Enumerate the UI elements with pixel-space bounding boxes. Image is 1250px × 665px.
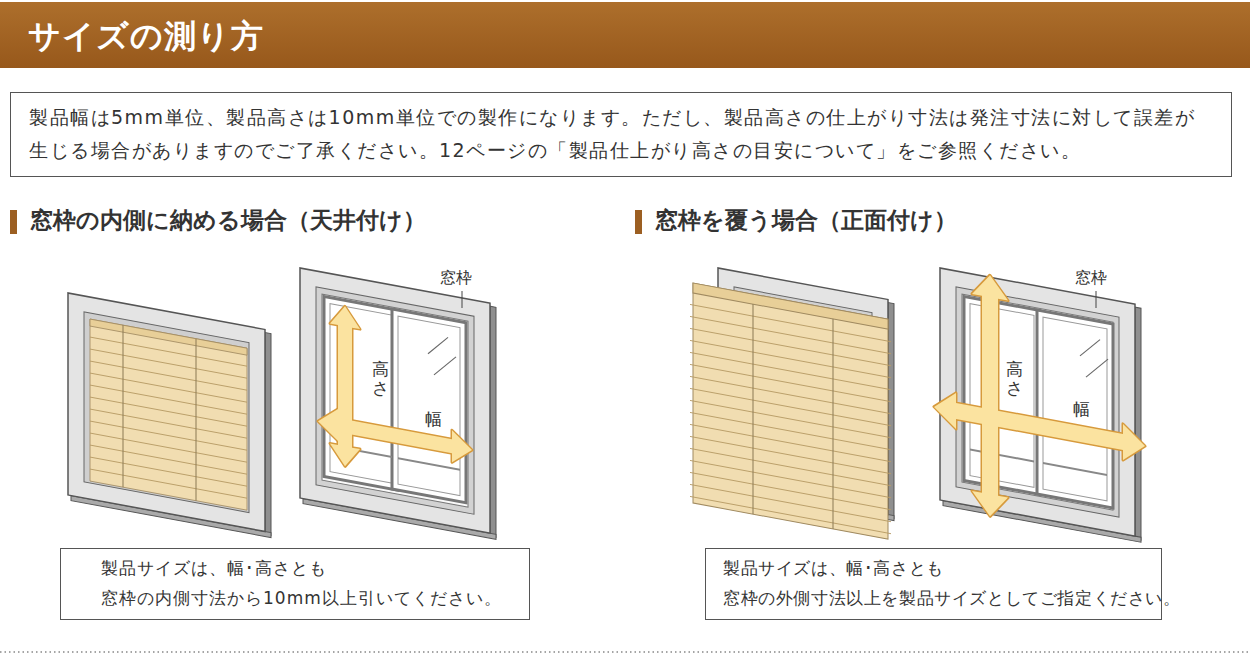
window-inside-measure: [300, 268, 496, 539]
note-text: 製品サイズは、幅･高さとも 窓枠の内側寸法から10mm以上引いてください。: [101, 554, 521, 614]
height-label: 高さ: [1006, 360, 1023, 397]
blind-slat: [690, 352, 891, 389]
blind-slat: [90, 349, 247, 378]
outside-mount-note-box: 製品サイズは、幅･高さとも 窓枠の外側寸法以上を製品サイズとしてご指定ください。: [705, 548, 1162, 620]
blind-slat: [690, 412, 891, 449]
blind-slat: [90, 361, 247, 390]
blind-slat: [690, 472, 891, 509]
heading-marker: [10, 210, 17, 234]
blind-slat: [690, 376, 891, 413]
width-label: 幅: [1073, 398, 1090, 421]
inside-mount-note-box: 製品サイズは、幅･高さとも 窓枠の内側寸法から10mm以上引いてください。: [60, 548, 530, 620]
blind-slat: [90, 409, 247, 438]
blind-slat: [690, 424, 891, 461]
leader-line: [462, 291, 463, 308]
heading-marker: [635, 210, 642, 234]
title-bar: サイズの測り方: [0, 2, 1250, 68]
blind-slat: [690, 388, 891, 425]
blind-slat: [690, 436, 891, 473]
outside-blind: [690, 282, 891, 539]
blind-slat: [690, 460, 891, 497]
blind-slat: [90, 421, 247, 450]
blind-slat: [90, 373, 247, 402]
blind-slat: [90, 469, 247, 498]
note-text: 製品幅は5mm単位、製品高さは10mm単位での製作になります。ただし、製品高さの…: [29, 101, 1213, 168]
note-text: 製品サイズは、幅･高さとも 窓枠の外側寸法以上を製品サイズとしてご指定ください。: [723, 554, 1155, 614]
window-with-inside-blind: [68, 293, 271, 538]
blind-slat: [690, 364, 891, 401]
window-outside-measure: [934, 265, 1145, 545]
blind-slat: [690, 484, 891, 521]
dotted-separator: [0, 651, 1250, 653]
leader-line: [1096, 291, 1097, 308]
blind-slat: [90, 397, 247, 426]
blind-slat: [690, 340, 891, 377]
frame-label: 窓枠: [440, 268, 472, 289]
blind-slat: [90, 385, 247, 414]
blind-slat: [690, 496, 891, 533]
blind-slat: [90, 433, 247, 462]
frame-label: 窓枠: [1075, 268, 1107, 289]
blind-slat: [690, 400, 891, 437]
blind-slat: [90, 445, 247, 474]
blind-slat: [690, 328, 891, 365]
blind-slat: [90, 337, 247, 366]
page-title: サイズの測り方: [28, 15, 264, 59]
section-heading: 窓枠の内側に納める場合（天井付け）: [30, 205, 426, 236]
width-label: 幅: [425, 408, 442, 431]
intro-note-box: 製品幅は5mm単位、製品高さは10mm単位での製作になります。ただし、製品高さの…: [10, 92, 1232, 177]
blind-slat: [90, 457, 247, 486]
height-label: 高さ: [372, 360, 389, 397]
blind-slat: [690, 448, 891, 485]
section-heading: 窓枠を覆う場合（正面付け）: [655, 205, 957, 236]
